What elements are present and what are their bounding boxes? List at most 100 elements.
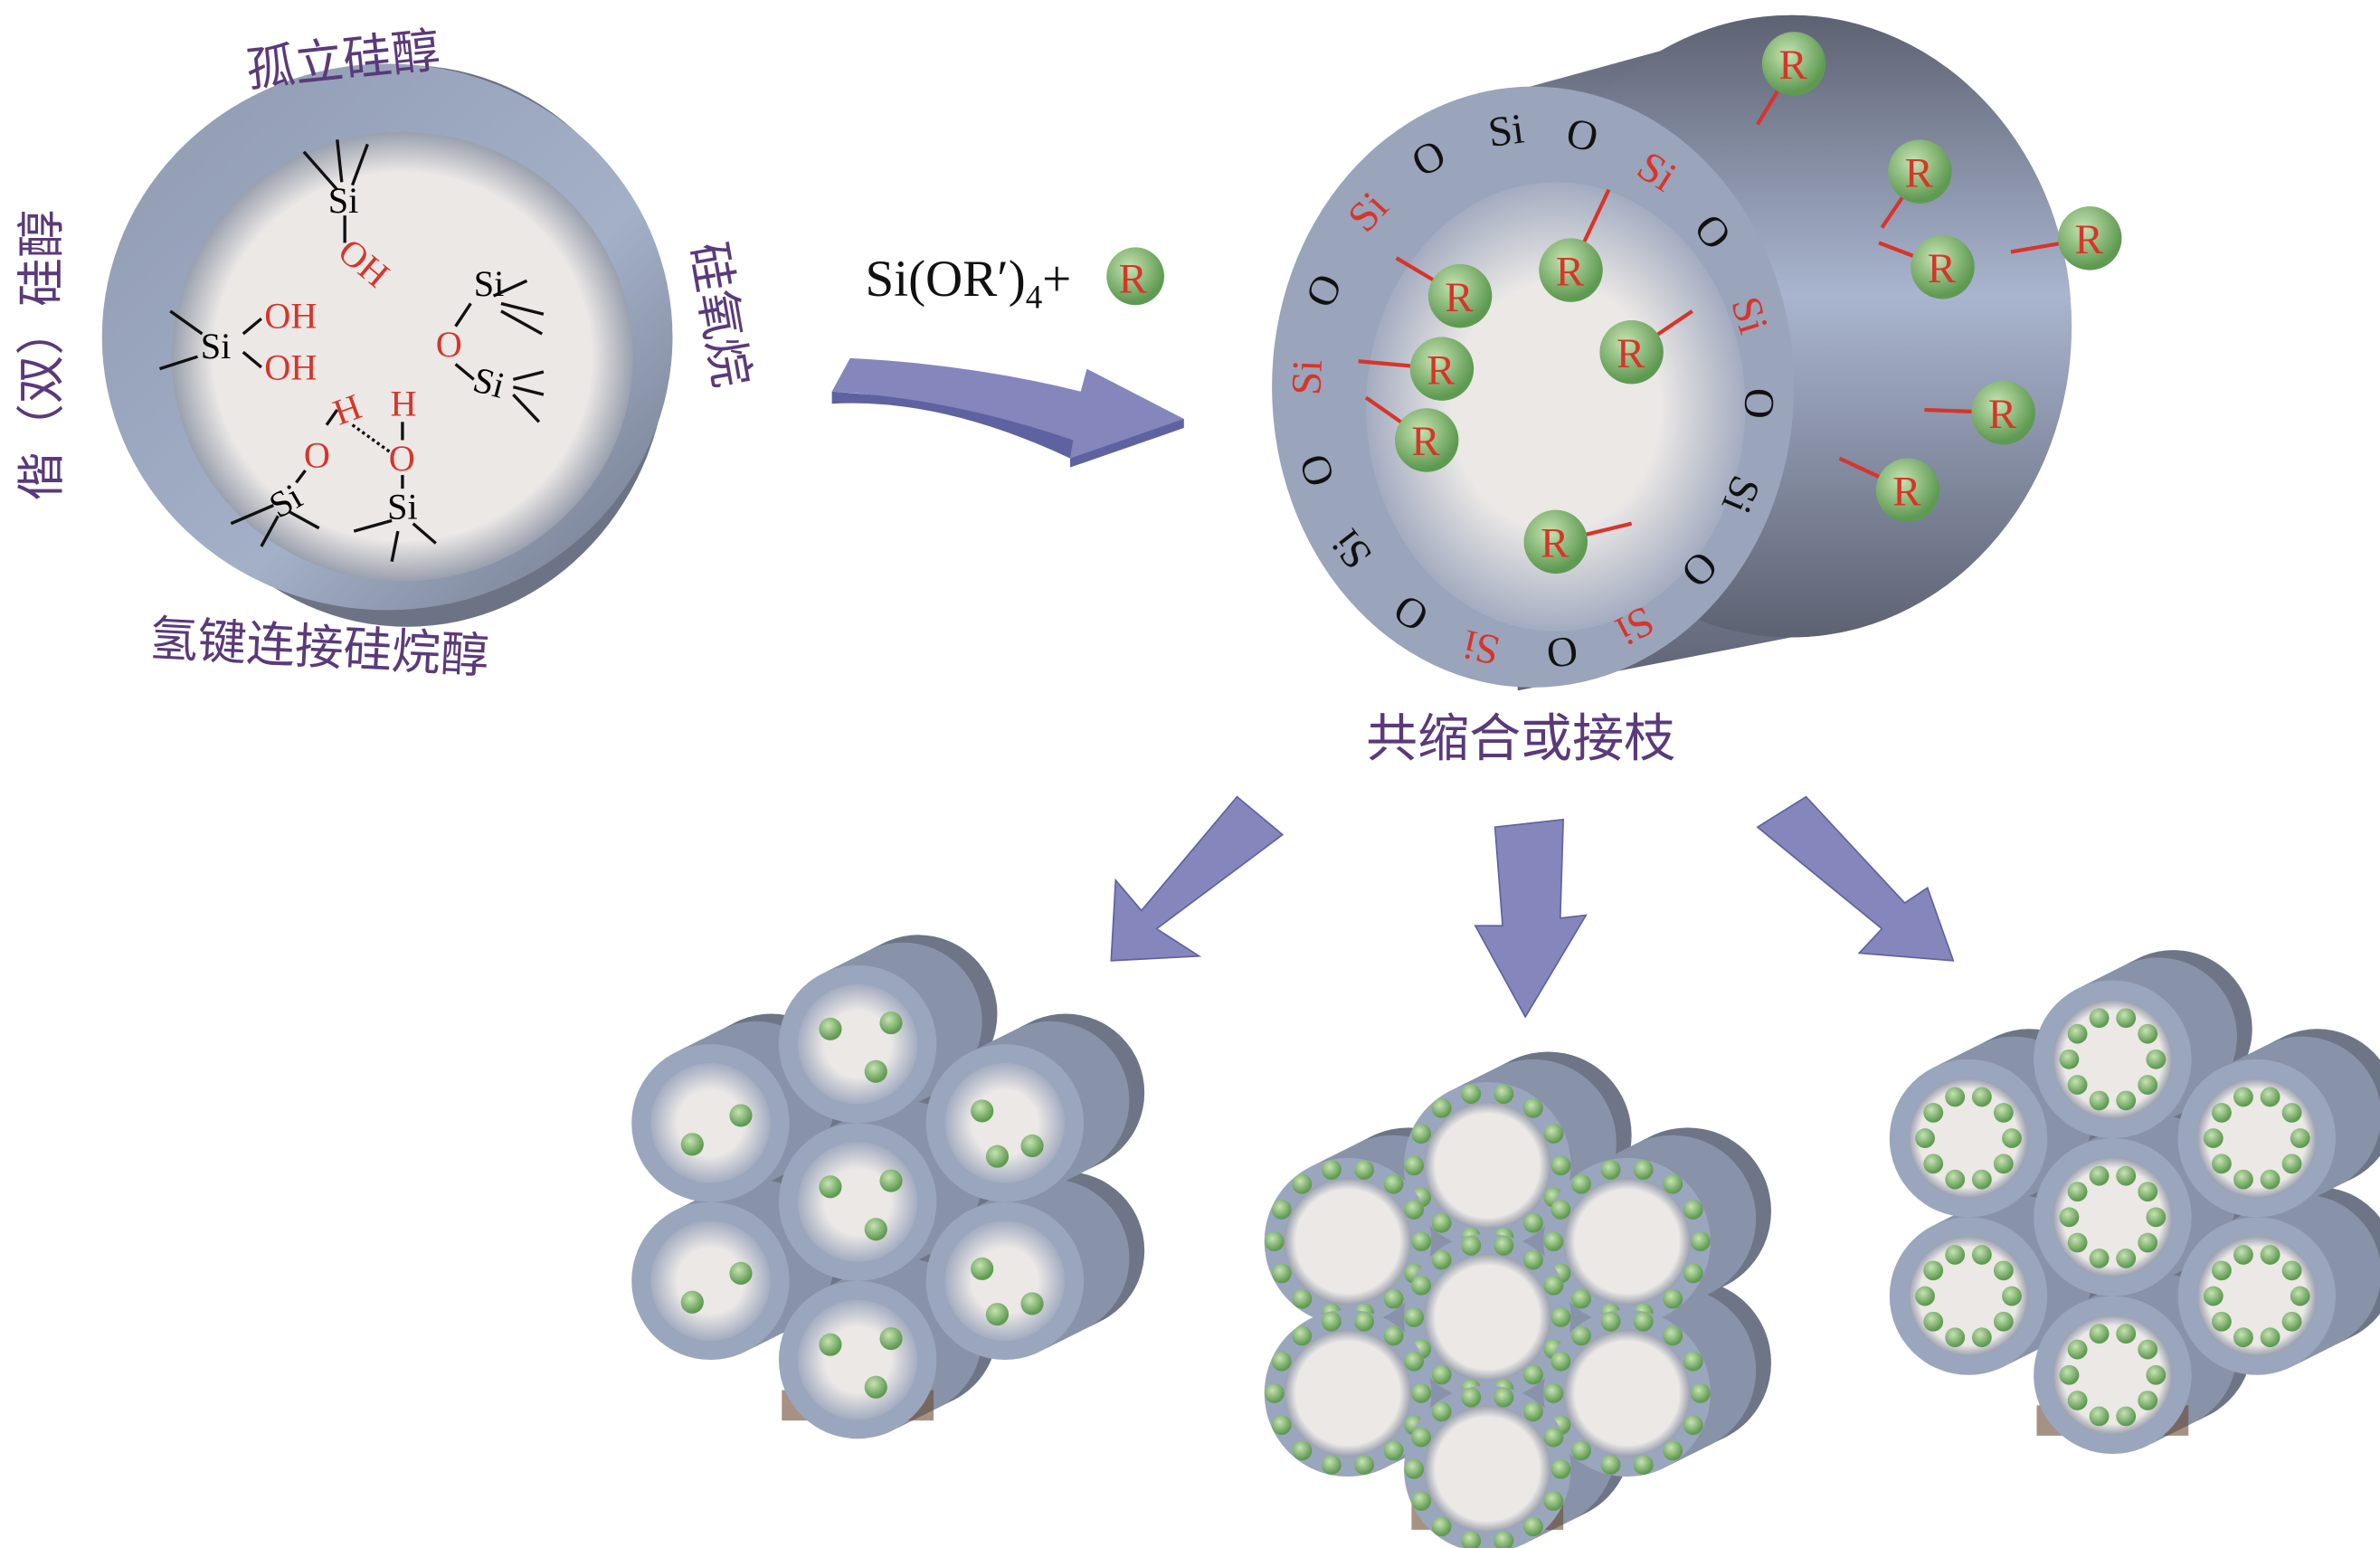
pore-space — [797, 1299, 918, 1420]
functional-group-dot — [1550, 1155, 1571, 1176]
o-label: O — [304, 435, 330, 476]
functional-group-dot — [971, 1099, 994, 1123]
pore-channel — [631, 1044, 790, 1202]
functional-group-dot — [2089, 1008, 2110, 1029]
functional-group-dot — [2203, 1128, 2224, 1148]
si-label: Si — [387, 487, 418, 527]
functional-group-dot — [1411, 1124, 1432, 1144]
r-group-ball: R — [1756, 32, 1826, 126]
r-group-ball: R — [1599, 309, 1693, 385]
functional-group-dot — [2260, 1169, 2280, 1190]
green-ball — [1599, 319, 1664, 385]
functional-group-dot — [1404, 1458, 1424, 1479]
functional-group-dot — [2089, 1406, 2110, 1427]
r-label: R — [1617, 330, 1645, 377]
functional-group-dot — [1971, 1087, 1992, 1107]
reagent-formula: Si(OR′)4+ — [866, 251, 1072, 315]
r-group-ball: R — [1838, 456, 1940, 523]
functional-group-dot — [2116, 1090, 2137, 1111]
pore-channel — [1404, 1233, 1571, 1401]
pore-channel — [2177, 1217, 2336, 1375]
functional-group-dot — [2233, 1169, 2253, 1190]
functional-group-dot — [2281, 1311, 2302, 1332]
functional-group-dot — [1404, 1351, 1425, 1372]
functional-group-dot — [1600, 1311, 1621, 1332]
r-label: R — [1445, 274, 1474, 321]
r-label: R — [1928, 245, 1957, 292]
functional-group-dot — [1271, 1200, 1292, 1220]
functional-group-dot — [2290, 1286, 2310, 1306]
functional-group-dot — [1683, 1351, 1703, 1372]
green-ball — [1539, 238, 1603, 302]
functional-group-dot — [1493, 1084, 1514, 1105]
green-ball — [1911, 235, 1975, 299]
functional-group-dot — [1550, 1351, 1571, 1372]
functional-group-dot — [1321, 1160, 1342, 1180]
functional-group-dot — [1404, 1200, 1425, 1220]
si-label: Si — [201, 326, 232, 366]
functional-group-dot — [864, 1059, 887, 1083]
functional-group-dot — [2116, 1249, 2137, 1268]
functional-group-dot — [864, 1375, 887, 1399]
pore-space — [944, 1063, 1066, 1183]
pore-space — [797, 983, 918, 1105]
functional-group-dot — [879, 1326, 903, 1351]
functional-group-dot — [1271, 1263, 1292, 1284]
functional-group-dot — [1383, 1288, 1404, 1309]
functional-group-dot — [1600, 1160, 1621, 1180]
r-group-ball: R — [1924, 381, 2035, 445]
functional-group-dot — [2233, 1245, 2253, 1265]
pore-space — [944, 1220, 1066, 1342]
pore-channel — [1404, 1082, 1571, 1249]
functional-group-dot — [1633, 1160, 1654, 1180]
functional-group-dot — [2067, 1182, 2088, 1202]
green-ball — [1523, 509, 1588, 575]
r-label: R — [1778, 42, 1807, 89]
pore-channel — [1404, 1385, 1571, 1548]
functional-group-dot — [2260, 1087, 2280, 1107]
functional-group-dot — [1543, 1275, 1564, 1296]
pore-channel — [2034, 1296, 2192, 1454]
pore-space — [650, 1063, 771, 1183]
silica-pore-ring — [101, 63, 673, 627]
functional-group-dot — [2089, 1324, 2110, 1344]
functional-group-dot — [1690, 1231, 1711, 1252]
functional-group-dot — [1411, 1275, 1432, 1296]
pore-space — [1424, 1405, 1551, 1533]
functional-group-dot — [1993, 1260, 2014, 1281]
pore-channel — [1889, 1059, 2048, 1218]
silanol-structures: Si OH Si OH OH Si O Si H O Si H O Si — [158, 139, 545, 562]
functional-group-dot — [1383, 1173, 1404, 1194]
functional-group-dot — [680, 1133, 704, 1156]
functional-group-dot — [879, 1011, 903, 1035]
functional-group-dot — [819, 1017, 842, 1040]
functional-group-dot — [2059, 1049, 2080, 1069]
functional-group-dot — [1354, 1160, 1374, 1180]
functional-group-dot — [2138, 1075, 2158, 1095]
functional-group-dot — [2146, 1049, 2167, 1069]
functional-group-dot — [2203, 1286, 2224, 1306]
functional-group-dot — [2212, 1154, 2232, 1174]
pore-space — [1424, 1253, 1551, 1382]
functional-group-dot — [1411, 1427, 1432, 1448]
pore-space — [650, 1220, 771, 1342]
r-label: R — [1541, 520, 1569, 567]
green-ball — [1394, 408, 1459, 472]
functional-group-dot — [1915, 1128, 1935, 1148]
functional-group-dot — [1404, 1307, 1424, 1327]
functional-group-dot — [1292, 1173, 1313, 1194]
functional-group-dot — [1915, 1286, 1935, 1306]
pore-channel — [631, 1201, 790, 1360]
functionalized-pore-cylinder — [1272, 14, 2072, 691]
pore-channel — [1889, 1217, 2048, 1375]
functional-group-dot — [2067, 1075, 2088, 1095]
functional-group-dot — [1431, 1401, 1452, 1422]
functional-group-dot — [1431, 1364, 1452, 1385]
functional-group-dot — [1383, 1440, 1404, 1461]
functional-group-dot — [2138, 1391, 2158, 1410]
functional-group-dot — [2089, 1249, 2110, 1268]
functional-group-dot — [2281, 1260, 2302, 1281]
r-label: R — [1411, 418, 1440, 465]
functional-group-dot — [1522, 1516, 1543, 1537]
